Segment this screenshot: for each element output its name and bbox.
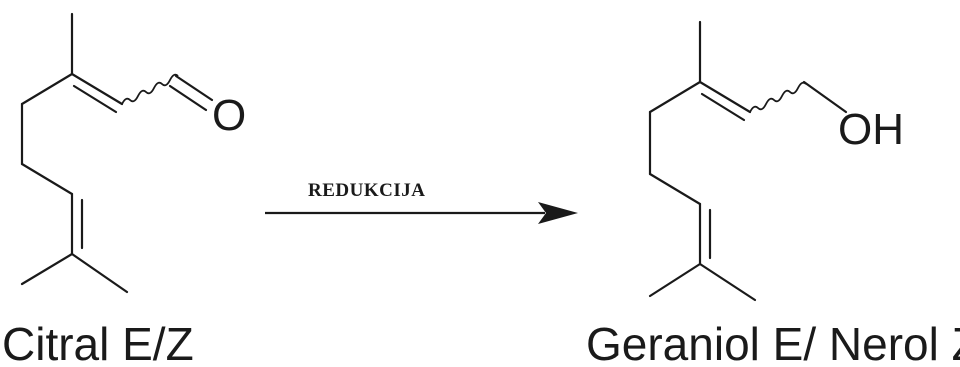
product-bond-mid-chain (648, 172, 702, 206)
citral-bond-lower-left (20, 252, 74, 286)
product-bond-lower-right (698, 262, 757, 302)
citral-bond-wavy (121, 73, 179, 105)
citral-bond-mid-chain (20, 162, 74, 196)
product-name-label: Geraniol E/ Nerol Z (586, 318, 960, 367)
reactant-name-label: Citral E/Z (2, 318, 194, 367)
arrow-head (538, 202, 578, 224)
geraniol-nerol-structure: OH (648, 20, 904, 302)
reaction-arrow: REDUKCIJA (265, 180, 578, 224)
product-bond-ch2-oh (802, 80, 848, 114)
citral-bond-carbonyl-1 (174, 74, 214, 102)
citral-bond-carbonyl-2 (168, 84, 208, 112)
product-bond-double-c2c3 (698, 80, 752, 114)
product-bond-double-c2c3-inner (700, 92, 746, 122)
product-bond-lower-left (648, 262, 702, 298)
reaction-condition-label: REDUKCIJA (308, 180, 425, 201)
citral-oxygen-atom: O (212, 91, 246, 140)
citral-structure: O (20, 12, 246, 294)
citral-bond-upper-chain (20, 72, 74, 106)
product-bond-upper-chain (648, 80, 702, 114)
product-hydroxyl-group: OH (838, 105, 904, 154)
citral-bond-double-c2c3 (70, 72, 124, 106)
citral-bond-lower-right (70, 252, 129, 294)
product-bond-wavy (749, 81, 807, 113)
citral-bond-double-c2c3-inner (72, 84, 118, 114)
